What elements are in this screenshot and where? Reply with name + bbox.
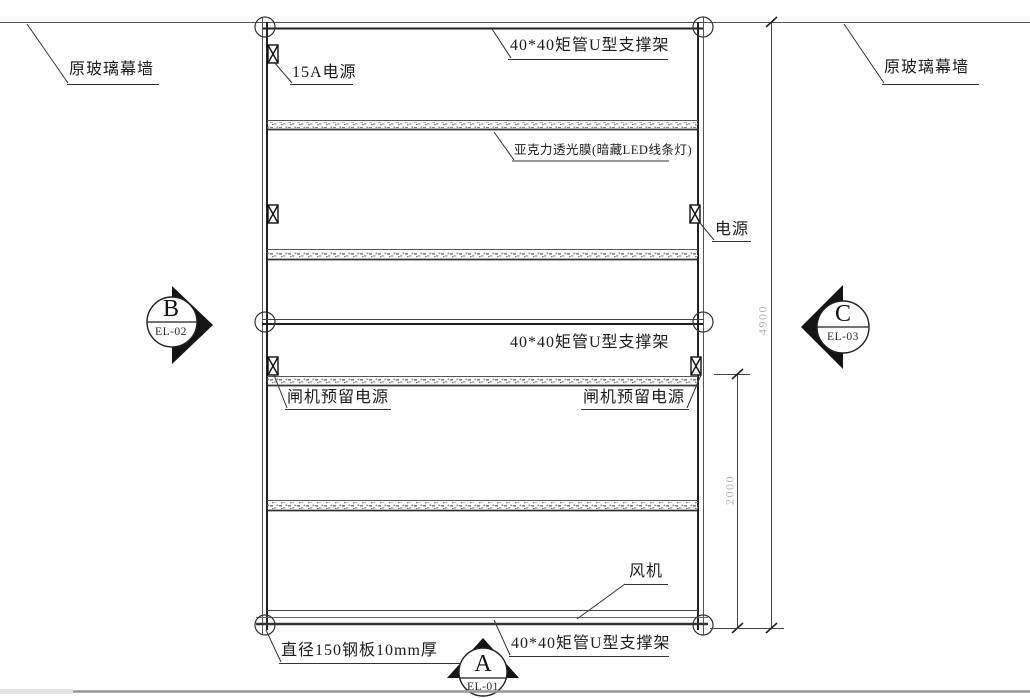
label-support-frame-top: 40*40矩管U型支撑架 <box>510 37 670 54</box>
section-marker-b-symbol <box>146 286 213 364</box>
dim-text-4900: 4900 <box>755 305 770 335</box>
marker-c-letter: C <box>834 301 852 327</box>
power-outlet-symbols <box>267 44 702 376</box>
marker-c-sheet: EL-03 <box>827 331 859 343</box>
outlet-mid-right-icon <box>689 204 701 224</box>
marker-a-letter: A <box>474 651 492 677</box>
dim-text-2000: 2000 <box>722 475 737 505</box>
page-bottom-edge <box>0 689 1030 694</box>
outlet-mid-left-icon <box>267 204 279 224</box>
dimension-4900 <box>710 16 784 634</box>
led-strip-1 <box>267 120 698 131</box>
outlet-top-left-icon <box>267 44 279 64</box>
label-underlines <box>67 59 979 664</box>
label-acrylic-film: 亚克力透光膜(暗藏LED线条灯) <box>514 143 693 157</box>
marker-a-sheet: EL-01 <box>467 681 499 693</box>
led-strip-2 <box>267 249 698 261</box>
section-marker-c-symbol <box>801 285 870 369</box>
section-marker-a-symbol <box>447 638 519 697</box>
outlet-gate-left-icon <box>267 356 279 376</box>
label-gate-power-right: 闸机预留电源 <box>583 389 686 406</box>
label-support-frame-mid: 40*40矩管U型支撑架 <box>510 334 670 351</box>
label-steel-plate: 直径150钢板10mm厚 <box>281 642 438 659</box>
leader-lines <box>26 23 885 663</box>
marker-b-letter: B <box>162 296 180 322</box>
label-power-right: 电源 <box>715 221 750 238</box>
outlet-gate-right-icon <box>690 356 702 376</box>
label-support-frame-bottom: 40*40矩管U型支撑架 <box>511 635 671 652</box>
marker-b-sheet: EL-02 <box>155 326 187 338</box>
label-15a-power: 15A电源 <box>292 64 357 81</box>
column-circles <box>254 16 714 636</box>
label-glass-wall-left: 原玻璃幕墙 <box>69 61 155 78</box>
plan-outline <box>256 17 708 635</box>
led-strip-3 <box>267 376 698 387</box>
label-glass-wall-right: 原玻璃幕墙 <box>884 59 970 76</box>
led-strip-4 <box>267 500 698 512</box>
label-gate-power-left: 闸机预留电源 <box>287 389 390 406</box>
label-fan: 风机 <box>629 563 664 580</box>
